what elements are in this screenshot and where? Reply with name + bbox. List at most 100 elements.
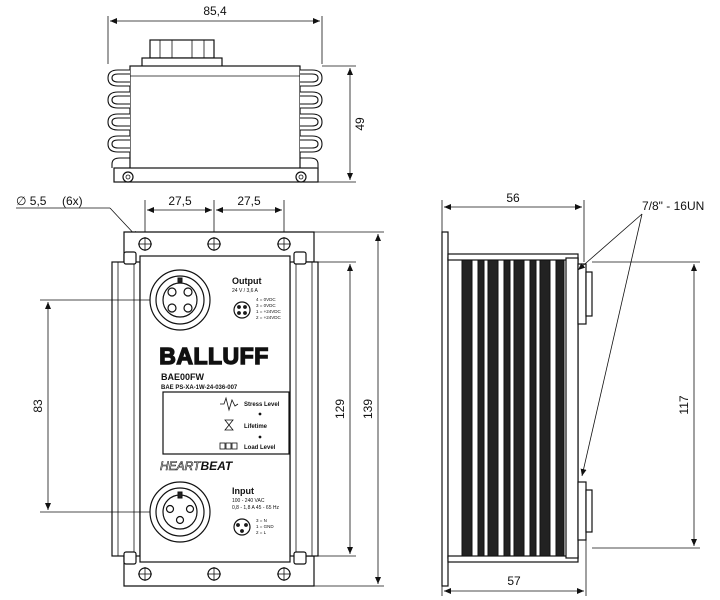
output-pin-1: 3 = 0VDC <box>256 303 276 308</box>
top-screw-left <box>122 171 134 183</box>
side-fin <box>513 257 525 559</box>
pin-dot <box>243 311 247 315</box>
top-height-label: 49 <box>353 117 367 131</box>
heartbeat-logo-heart: HEART <box>160 459 202 473</box>
thread-leader-bottom <box>580 213 643 477</box>
top-view: 85,4 49 <box>107 4 367 183</box>
top-screw-right-inner <box>298 174 304 180</box>
front-rail-right <box>289 261 319 557</box>
indicator-stress: Stress Level <box>244 402 280 408</box>
input-pin <box>185 504 195 514</box>
brand-logo: BALLUFF <box>159 343 269 369</box>
side-output-connector <box>577 263 587 325</box>
rail-cap <box>123 551 137 565</box>
output-pin-3: 2 = +24VDC <box>256 315 282 320</box>
pin-dot <box>237 311 241 315</box>
front-view: ∅ 5,5 (6x) 27,5 27,5 <box>16 194 384 587</box>
input-pin <box>165 504 175 514</box>
side-fin <box>555 257 565 559</box>
pin-dot <box>243 305 247 309</box>
indicator-lifetime: Lifetime <box>244 424 268 430</box>
top-foot-plate <box>113 167 319 183</box>
input-pin-0: 3 = N <box>256 518 267 523</box>
hourglass-icon <box>224 419 234 431</box>
load-level-icon <box>219 442 226 450</box>
indicator-dot <box>258 435 262 439</box>
output-connector <box>149 269 211 331</box>
mount-holes <box>138 237 291 581</box>
side-input-connector-tip <box>585 489 593 533</box>
top-screw-right <box>295 171 307 183</box>
pin-dot <box>240 529 244 533</box>
input-pin-2: 2 = L <box>256 530 267 535</box>
side-fin <box>461 257 473 559</box>
front-body-height-label: 129 <box>333 399 347 419</box>
input-title: Input <box>232 486 254 496</box>
heartbeat-logo: HEARTBEAT <box>160 459 234 473</box>
input-connector <box>149 481 211 543</box>
input-pin-1: 1 = GND <box>256 524 274 529</box>
pin-dot <box>236 523 240 527</box>
top-body <box>129 65 301 173</box>
top-screw-left-inner <box>125 174 131 180</box>
output-pin-0: 4 = 0VDC <box>256 297 276 302</box>
thread-leader-top <box>577 213 643 271</box>
hole-count-label: (6x) <box>62 194 83 208</box>
pin-dot <box>237 305 241 309</box>
side-fin <box>529 257 537 559</box>
side-bottom-width-label: 57 <box>507 574 521 588</box>
pin-dot <box>244 523 248 527</box>
side-output-connector-tip <box>585 271 593 317</box>
side-top-width-label: 56 <box>506 191 520 205</box>
model-label: BAE00FW <box>161 372 205 382</box>
output-pin <box>183 287 193 297</box>
side-fin <box>539 257 551 559</box>
output-title: Output <box>232 276 262 286</box>
heartbeat-logo-beat: BEAT <box>200 459 233 473</box>
side-front-face <box>565 257 579 559</box>
top-width-label: 85,4 <box>203 4 227 18</box>
side-fin <box>477 257 485 559</box>
hole-spacing-b: 27,5 <box>237 194 261 208</box>
side-input-connector <box>577 481 587 541</box>
top-fins-right-inner <box>300 73 319 149</box>
side-top-cap <box>447 253 579 261</box>
output-rating: 24 V / 3,6 A <box>232 288 259 294</box>
output-pin-diagram <box>233 301 251 319</box>
front-inner-height-label: 83 <box>31 399 45 413</box>
hole-diameter-label: ∅ 5,5 <box>16 194 47 208</box>
load-level-icon-seg <box>231 442 238 450</box>
side-height-label: 117 <box>677 395 691 414</box>
output-pin <box>167 287 177 297</box>
side-fin <box>487 257 499 559</box>
output-pin <box>167 303 177 313</box>
input-rating-1: 100 - 240 VAC <box>232 498 265 504</box>
indicator-load: Load Level <box>244 445 276 451</box>
rail-cap <box>293 551 307 565</box>
input-pin-diagram <box>233 518 251 536</box>
part-number-label: BAE PS-XA-1W-24-036-007 <box>161 385 238 391</box>
output-pin <box>183 303 193 313</box>
input-pin <box>175 515 185 525</box>
rail-cap <box>123 251 137 265</box>
load-level-icon-seg <box>225 442 232 450</box>
output-key <box>177 277 183 283</box>
pulse-icon <box>220 396 239 412</box>
front-total-height-label: 139 <box>361 399 375 419</box>
input-key <box>177 491 183 499</box>
side-view: 56 7/8" - 16UN 117 <box>441 191 704 596</box>
indicator-dot <box>258 412 262 416</box>
rail-cap <box>293 251 307 265</box>
output-pin-2: 1 = +24VDC <box>256 309 282 314</box>
hole-spacing-a: 27,5 <box>168 194 192 208</box>
thread-label: 7/8" - 16UN <box>642 199 704 213</box>
side-fin <box>503 257 511 559</box>
output-connector-face <box>162 282 198 318</box>
side-bottom-cap <box>447 555 579 563</box>
input-rating-2: 0,8 - 1,8 A 45 - 65 Hz <box>232 505 279 511</box>
top-fins-left-inner <box>111 73 130 149</box>
hole-crosshairs <box>138 237 291 581</box>
side-back-plate <box>441 231 449 587</box>
